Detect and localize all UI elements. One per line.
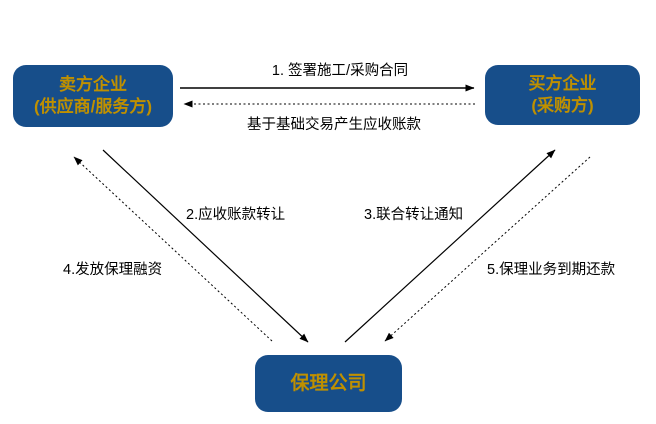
notice-arrow-label: 3.联合转让通知	[364, 207, 464, 223]
seller-node-title: 卖方企业	[59, 74, 127, 94]
notice-arrow	[344, 149, 556, 343]
repayment-arrow-label: 5.保理业务到期还款	[487, 262, 616, 278]
factor-node: 保理公司	[255, 355, 402, 412]
seller-node-subtitle: (供应商/服务方)	[33, 97, 153, 116]
buyer-node-subtitle: (采购方)	[531, 96, 594, 115]
buyer-node-title: 买方企业	[528, 73, 597, 93]
repayment-arrow	[384, 156, 591, 342]
transfer-arrow-label: 2.应收账款转让	[186, 207, 286, 223]
seller-node: 卖方企业 (供应商/服务方)	[13, 65, 173, 127]
financing-arrow	[73, 156, 273, 342]
factor-node-title: 保理公司	[290, 372, 367, 394]
receivable-arrow-label: 基于基础交易产生应收账款	[247, 117, 421, 133]
buyer-node: 买方企业 (采购方)	[485, 65, 640, 125]
transfer-arrow	[102, 149, 309, 343]
financing-arrow-label: 4.发放保理融资	[63, 262, 163, 278]
contract-arrow-label: 1. 签署施工/采购合同	[271, 63, 409, 79]
